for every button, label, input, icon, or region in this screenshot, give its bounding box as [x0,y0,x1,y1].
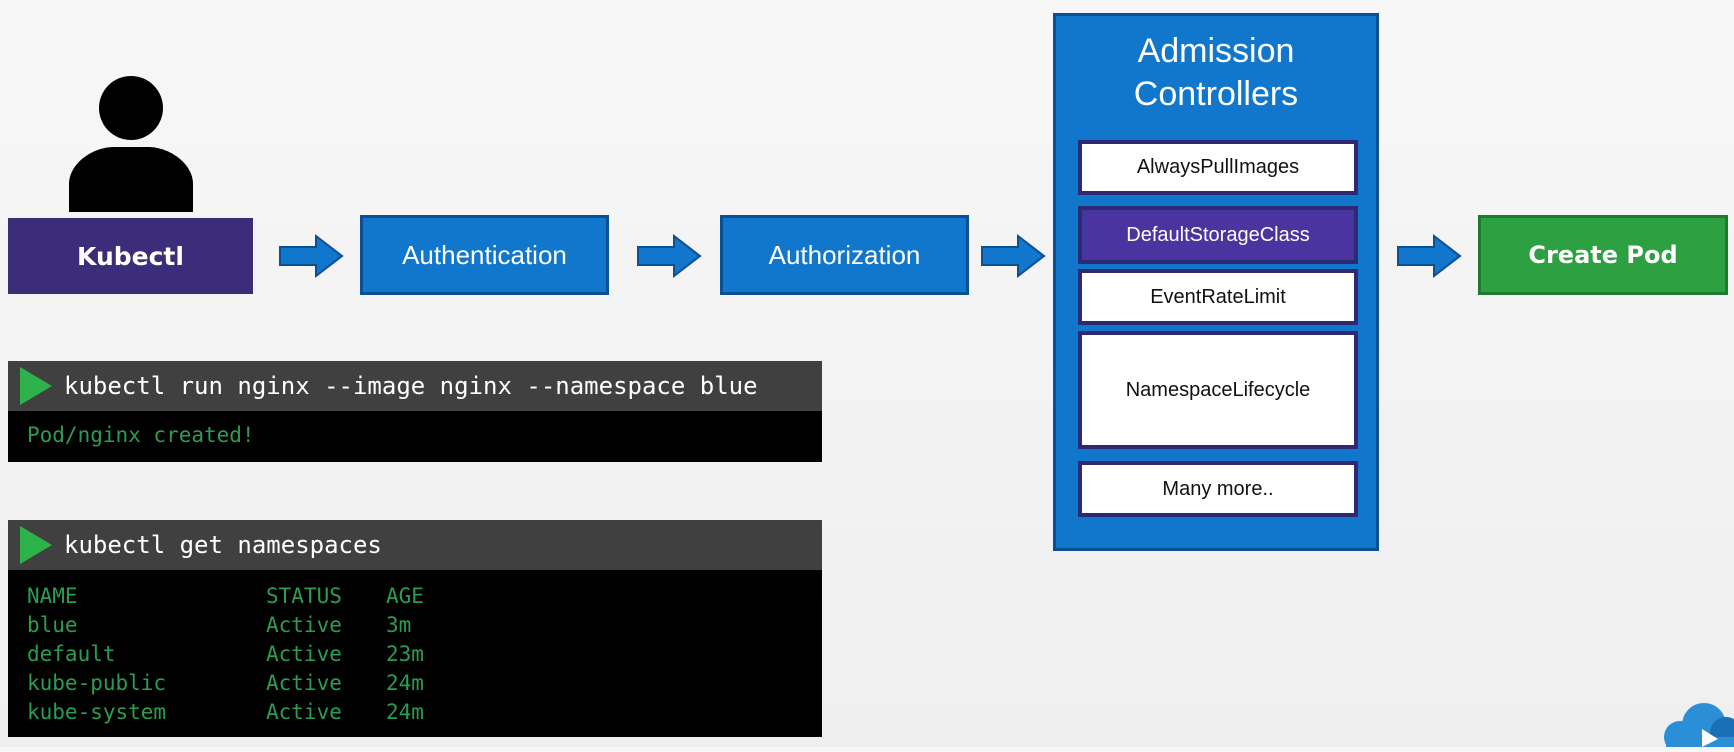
terminal-1-header: kubectl run nginx --image nginx --namesp… [8,361,822,411]
controller-label: DefaultStorageClass [1126,223,1310,246]
terminal-2-output: NAME STATUS AGE blue Active 3m default A… [8,570,822,737]
namespace-status: Active [266,671,342,695]
namespace-name: kube-system [27,700,167,724]
arrow-right-icon [1396,233,1462,279]
controller-namespace-lifecycle: NamespaceLifecycle [1078,331,1358,449]
admission-title-line1: Admission [1137,32,1295,70]
terminal-2-command: kubectl get namespaces [64,531,382,559]
controller-label: AlwaysPullImages [1136,156,1300,178]
table-row: kube-public Active 24m [27,669,424,698]
terminal-2-header: kubectl get namespaces [8,520,822,570]
namespace-name: kube-public [27,671,167,695]
admission-title-line2: Controllers [1133,75,1299,113]
namespace-status: Active [266,700,342,724]
column-header: STATUS [266,584,342,608]
controller-always-pull-images: AlwaysPullImages [1078,140,1358,195]
terminal-1-output: Pod/nginx created! [8,411,822,462]
terminal-1-command: kubectl run nginx --image nginx --namesp… [64,372,758,400]
play-icon [20,367,52,405]
create-pod-label: Create Pod [1528,241,1678,269]
terminal-1-output-text: Pod/nginx created! [27,423,255,447]
column-header: NAME [27,584,78,608]
controller-many-more: Many more.. [1078,461,1358,517]
kubectl-label: Kubectl [77,241,184,271]
controller-label: EventRateLimit [1150,285,1286,308]
namespaces-table: NAME STATUS AGE blue Active 3m default A… [27,582,424,727]
authentication-label: Authentication [402,239,567,270]
controller-default-storage-class: DefaultStorageClass [1078,206,1358,264]
person-icon [64,76,198,212]
namespace-name: blue [27,613,78,637]
arrow-right-icon [980,233,1046,279]
arrow-right-icon [636,233,702,279]
controller-label: Many more.. [1162,477,1274,500]
namespace-age: 23m [386,642,424,666]
namespace-age: 3m [386,613,412,637]
play-icon [20,526,52,564]
column-header: AGE [386,584,424,608]
controller-event-rate-limit: EventRateLimit [1078,269,1358,325]
authorization-box: Authorization [720,215,969,295]
namespace-name: default [27,642,116,666]
admission-controllers-panel: Admission Controllers AlwaysPullImages D… [1053,13,1379,551]
kubectl-box: Kubectl [8,218,253,294]
cloud-logo-icon [1658,703,1734,752]
table-header-row: NAME STATUS AGE [27,582,424,611]
controller-label: NamespaceLifecycle [1125,378,1311,401]
table-row: blue Active 3m [27,611,424,640]
arrow-right-icon [278,233,344,279]
admission-controllers-title: Admission Controllers [1056,30,1376,116]
authentication-box: Authentication [360,215,609,295]
namespace-age: 24m [386,700,424,724]
table-row: kube-system Active 24m [27,698,424,727]
namespace-status: Active [266,642,342,666]
namespace-status: Active [266,613,342,637]
authorization-label: Authorization [768,239,921,270]
table-row: default Active 23m [27,640,424,669]
namespace-age: 24m [386,671,424,695]
create-pod-box: Create Pod [1478,215,1728,295]
